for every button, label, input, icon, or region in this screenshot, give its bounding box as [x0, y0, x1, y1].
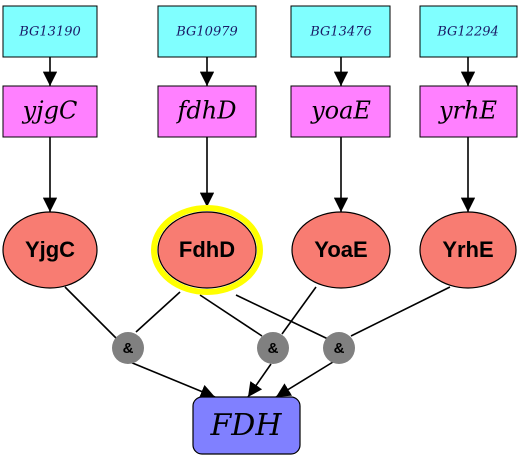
edge-and3-fdh	[275, 361, 334, 398]
gene-id-box	[290, 5, 391, 58]
protein-node	[2, 211, 98, 289]
gene-box	[157, 85, 257, 138]
protein-label: YoaE	[314, 237, 367, 262]
protein-label: FdhD	[179, 237, 235, 262]
gene-id-label: BG12294	[436, 25, 499, 40]
protein-node	[419, 211, 517, 289]
highlight-ring	[151, 205, 263, 295]
protein-row: YjgC FdhD YoaE YrhE	[2, 205, 517, 295]
gene-label: yoaE	[310, 97, 371, 125]
gene-id-box	[419, 5, 518, 58]
edges-protein-to-and	[64, 286, 451, 341]
edge-and2-fdh	[247, 363, 272, 398]
product-label: FDH	[209, 408, 282, 443]
gene-id-box	[157, 5, 257, 58]
edge-fdhd-and1	[135, 291, 181, 333]
gene-label: yrhE	[438, 97, 497, 125]
edges-gene-to-protein	[42, 137, 476, 212]
and-label: &	[123, 340, 134, 357]
gene-id-box	[2, 5, 98, 58]
edge-yoae-and2	[281, 286, 317, 335]
gene-box	[2, 85, 98, 138]
protein-label: YrhE	[442, 237, 493, 262]
edge-fdhd-and2	[199, 294, 263, 337]
edges-geneid-to-gene	[42, 57, 476, 86]
gene-id-row: BG13190 BG10979 BG13476 BG12294	[2, 5, 518, 58]
protein-node-highlighted	[157, 211, 257, 289]
and-row: & & &	[112, 332, 355, 364]
and-node	[257, 332, 289, 364]
and-node	[323, 332, 355, 364]
product: FDH	[192, 396, 301, 455]
edges-and-to-product	[129, 361, 334, 399]
protein-label: YjgC	[25, 237, 75, 262]
edge-and1-fdh	[129, 361, 216, 399]
gene-id-label: BG13190	[18, 25, 81, 40]
gene-id-label: BG13476	[309, 25, 372, 40]
edge-yrhe-and3	[350, 286, 451, 337]
and-label: &	[334, 340, 345, 357]
gene-box	[419, 85, 518, 138]
gene-row: yjgC fdhD yoaE yrhE	[2, 85, 518, 138]
gene-label: yjgC	[22, 97, 78, 125]
edge-fdhd-and3	[235, 294, 329, 340]
and-label: &	[268, 340, 279, 357]
gene-id-label: BG10979	[175, 25, 238, 40]
protein-node	[291, 211, 391, 289]
gene-label: fdhD	[176, 97, 237, 125]
edge-yjgc-and1	[64, 286, 119, 341]
gene-box	[290, 85, 391, 138]
product-box	[192, 396, 301, 455]
and-node	[112, 332, 144, 364]
